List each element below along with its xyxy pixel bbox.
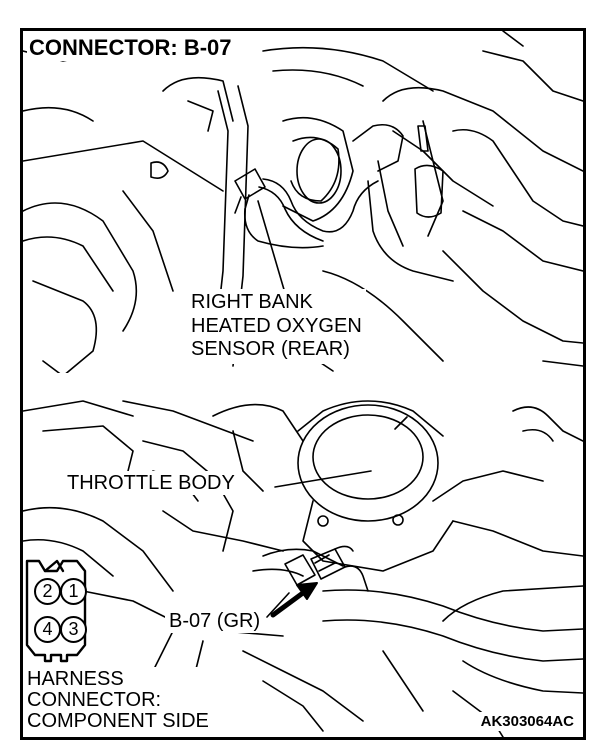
connector-reference-label: B-07 (GR)	[165, 609, 265, 633]
pin-1: 1	[60, 578, 87, 605]
harness-label-line-2: CONNECTOR:	[27, 689, 162, 711]
pin-2: 2	[34, 578, 61, 605]
harness-label-line-3: COMPONENT SIDE	[27, 710, 209, 732]
diagram-frame: CONNECTOR: B-07 RIGHT BANK HEATED OXYGEN…	[20, 28, 586, 740]
pin-4: 4	[34, 616, 61, 643]
upper-engine-linework	[23, 31, 583, 392]
sensor-label-line-1: RIGHT BANK	[191, 291, 313, 313]
connector-title: CONNECTOR: B-07	[27, 35, 236, 61]
connector-face-outline	[25, 559, 87, 663]
sensor-label-line-2: HEATED OXYGEN	[191, 314, 362, 337]
harness-label-line-1: HARNESS	[27, 668, 124, 690]
sensor-label: RIGHT BANK HEATED OXYGEN SENSOR (REAR)	[187, 289, 366, 364]
sensor-label-line-3: SENSOR (REAR)	[191, 338, 350, 361]
engine-illustration	[23, 31, 583, 737]
pin-3: 3	[60, 616, 87, 643]
throttle-body-label: THROTTLE BODY	[63, 471, 239, 495]
harness-connector-label: HARNESS CONNECTOR: COMPONENT SIDE	[25, 667, 213, 732]
figure-code: AK303064AC	[477, 712, 577, 731]
